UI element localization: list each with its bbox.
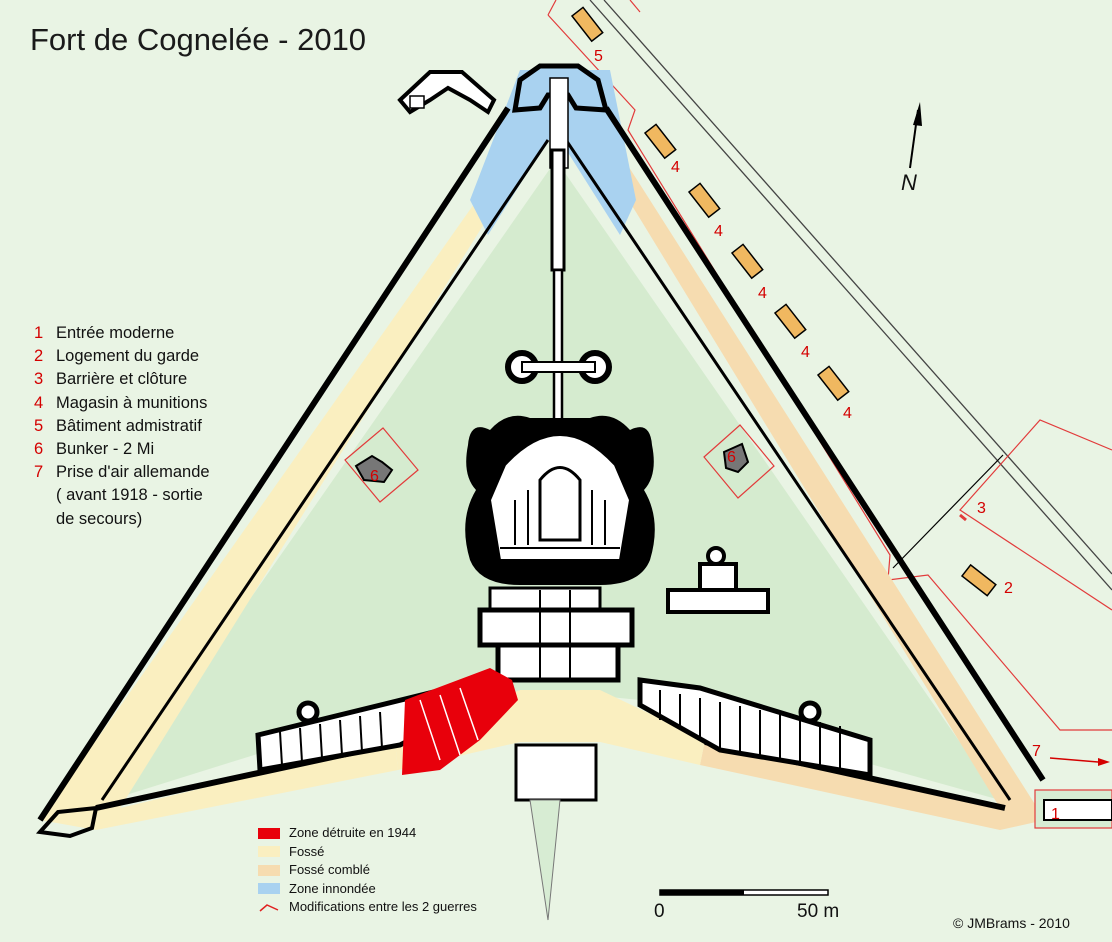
corner-bastion-left (35, 805, 99, 839)
property-boundary (547, 0, 1112, 731)
barracks-block (477, 586, 635, 683)
key-swatch (258, 827, 280, 839)
north-arrow-icon (909, 102, 922, 169)
label-4c: 4 (758, 285, 767, 302)
scale-bar (659, 889, 829, 896)
key-flooded: Zone innondée (258, 880, 477, 899)
road (589, 0, 1112, 591)
key-filled-ditch: Fossé comblé (258, 861, 477, 880)
north-label: N (901, 170, 917, 195)
modification-line-icon (259, 903, 279, 912)
scale-end: 50 m (797, 901, 840, 922)
bunker-6-right (703, 424, 775, 499)
bunker-6-left (344, 427, 419, 503)
bunker-east (666, 546, 770, 614)
label-3: 3 (977, 500, 986, 517)
label-4a: 4 (671, 159, 680, 176)
ammunition-magazines (570, 6, 997, 597)
color-key: Zone détruite en 1944 Fossé Fossé comblé… (258, 824, 477, 917)
ditch-right-filled (598, 150, 1045, 830)
key-swatch (258, 846, 280, 858)
central-gallery (550, 148, 566, 447)
copyright: © JMBrams - 2010 (953, 915, 1070, 931)
air-intake-arrow (1049, 757, 1110, 766)
key-ditch: Fossé (258, 843, 477, 862)
key-swatch (258, 864, 280, 876)
label-6-left: 6 (370, 468, 379, 485)
right-wing (637, 677, 873, 778)
apex-caponier (512, 63, 610, 169)
entrance-ramp (514, 743, 598, 921)
small-turret-cross (505, 350, 612, 384)
label-6-right: 6 (727, 449, 736, 466)
central-massif (465, 415, 655, 585)
barrier-3 (892, 454, 1004, 569)
label-5: 5 (594, 48, 603, 65)
legend-item-7-cont-1: ( avant 1918 - sortie (56, 486, 203, 505)
ditch-left (40, 150, 530, 830)
apex-bunker-left (397, 70, 497, 115)
destroyed-zone-1944 (402, 668, 518, 775)
legend-item-7-cont-2: de secours) (56, 509, 143, 528)
key-destroyed: Zone détruite en 1944 (258, 824, 477, 843)
label-2: 2 (1004, 580, 1013, 597)
label-4e: 4 (843, 405, 852, 422)
scale-start: 0 (654, 901, 665, 922)
inner-lines (100, 139, 1012, 801)
map-title: Fort de Cognelée - 2010 (30, 22, 367, 57)
label-4b: 4 (714, 223, 723, 240)
label-4d: 4 (801, 344, 810, 361)
key-swatch (258, 883, 280, 895)
label-7: 7 (1032, 743, 1041, 760)
modern-entrance (1034, 789, 1112, 829)
label-1: 1 (1051, 806, 1060, 823)
key-modifications: Modifications entre les 2 guerres (258, 898, 477, 917)
